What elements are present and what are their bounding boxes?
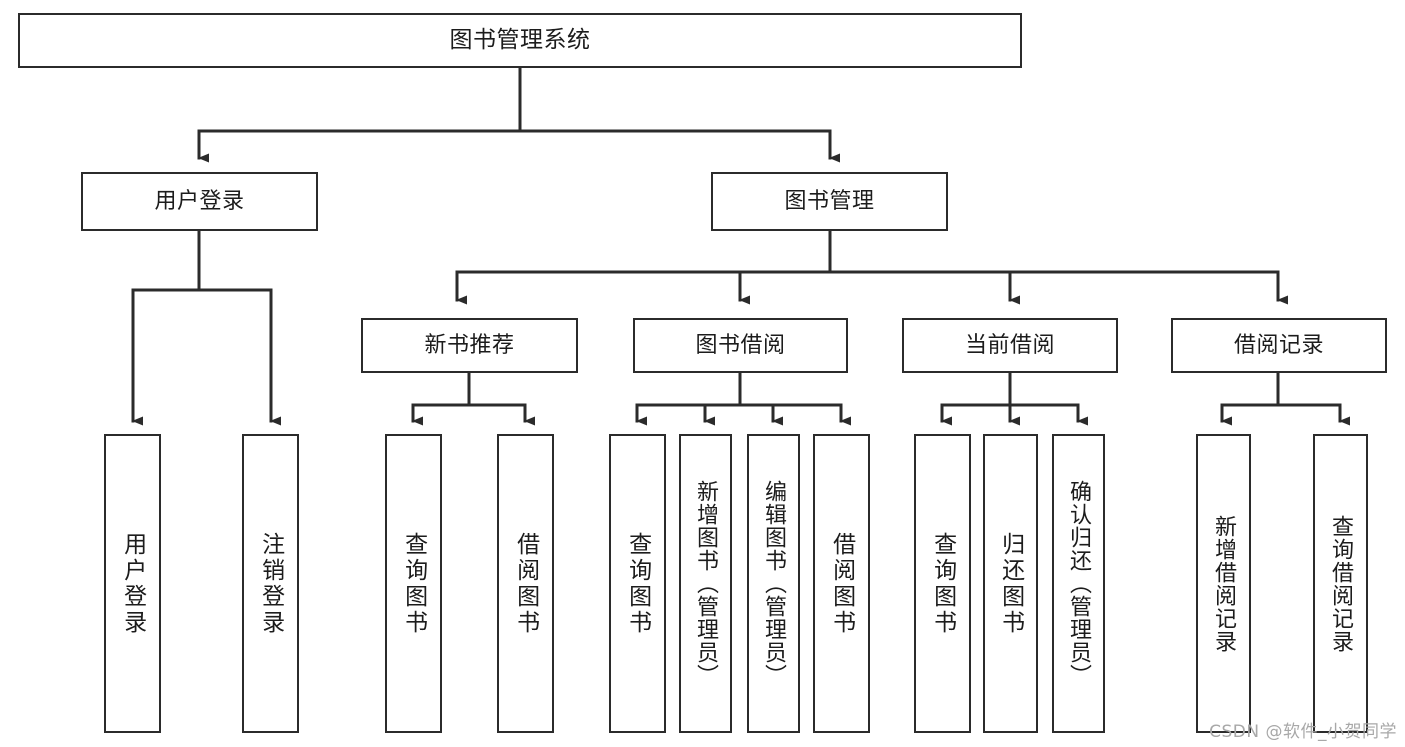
node-root-label: 图书管理系统 bbox=[449, 26, 591, 53]
node-leaf-query-book-2-label: 查询图书 bbox=[624, 531, 651, 636]
node-leaf-edit-book-admin[interactable]: 编辑图书（管理员） bbox=[747, 434, 800, 733]
node-leaf-query-book-3-label: 查询图书 bbox=[929, 531, 956, 636]
node-leaf-return-book-label: 归还图书 bbox=[997, 531, 1024, 636]
node-leaf-query-book-3[interactable]: 查询图书 bbox=[914, 434, 971, 733]
node-leaf-add-book-admin[interactable]: 新增图书（管理员） bbox=[679, 434, 732, 733]
node-borrow-record-label: 借阅记录 bbox=[1233, 332, 1324, 358]
node-leaf-add-borrow-record[interactable]: 新增借阅记录 bbox=[1196, 434, 1251, 733]
node-user-login[interactable]: 用户登录 bbox=[81, 172, 318, 231]
node-leaf-borrow-book-2[interactable]: 借阅图书 bbox=[813, 434, 870, 733]
node-new-book-recommend-label: 新书推荐 bbox=[424, 332, 515, 358]
node-leaf-borrow-book-1[interactable]: 借阅图书 bbox=[497, 434, 554, 733]
node-leaf-query-book-1[interactable]: 查询图书 bbox=[385, 434, 442, 733]
node-leaf-borrow-book-1-label: 借阅图书 bbox=[512, 531, 539, 636]
node-current-borrow-label: 当前借阅 bbox=[964, 332, 1055, 358]
node-leaf-add-book-admin-label: 新增图书（管理员） bbox=[693, 480, 719, 687]
node-current-borrow[interactable]: 当前借阅 bbox=[902, 318, 1118, 373]
node-borrow-record[interactable]: 借阅记录 bbox=[1171, 318, 1387, 373]
node-leaf-return-book[interactable]: 归还图书 bbox=[983, 434, 1038, 733]
node-leaf-logout-label: 注销登录 bbox=[257, 531, 284, 636]
node-leaf-query-borrow-record-label: 查询借阅记录 bbox=[1328, 514, 1354, 653]
node-leaf-add-borrow-record-label: 新增借阅记录 bbox=[1211, 514, 1237, 653]
node-book-management[interactable]: 图书管理 bbox=[711, 172, 948, 231]
node-book-management-label: 图书管理 bbox=[784, 188, 875, 214]
node-new-book-recommend[interactable]: 新书推荐 bbox=[361, 318, 578, 373]
node-book-borrow[interactable]: 图书借阅 bbox=[633, 318, 848, 373]
node-leaf-confirm-return-admin-label: 确认归还（管理员） bbox=[1066, 480, 1092, 687]
node-user-login-label: 用户登录 bbox=[154, 188, 245, 214]
node-leaf-query-book-2[interactable]: 查询图书 bbox=[609, 434, 666, 733]
node-root-book-management-system[interactable]: 图书管理系统 bbox=[18, 13, 1022, 68]
node-book-borrow-label: 图书借阅 bbox=[695, 332, 786, 358]
node-leaf-user-login[interactable]: 用户登录 bbox=[104, 434, 161, 733]
node-leaf-logout[interactable]: 注销登录 bbox=[242, 434, 299, 733]
node-leaf-query-book-1-label: 查询图书 bbox=[400, 531, 427, 636]
node-leaf-confirm-return-admin[interactable]: 确认归还（管理员） bbox=[1052, 434, 1105, 733]
node-leaf-edit-book-admin-label: 编辑图书（管理员） bbox=[761, 480, 787, 687]
node-leaf-user-login-label: 用户登录 bbox=[119, 531, 146, 636]
node-leaf-borrow-book-2-label: 借阅图书 bbox=[828, 531, 855, 636]
node-leaf-query-borrow-record[interactable]: 查询借阅记录 bbox=[1313, 434, 1368, 733]
